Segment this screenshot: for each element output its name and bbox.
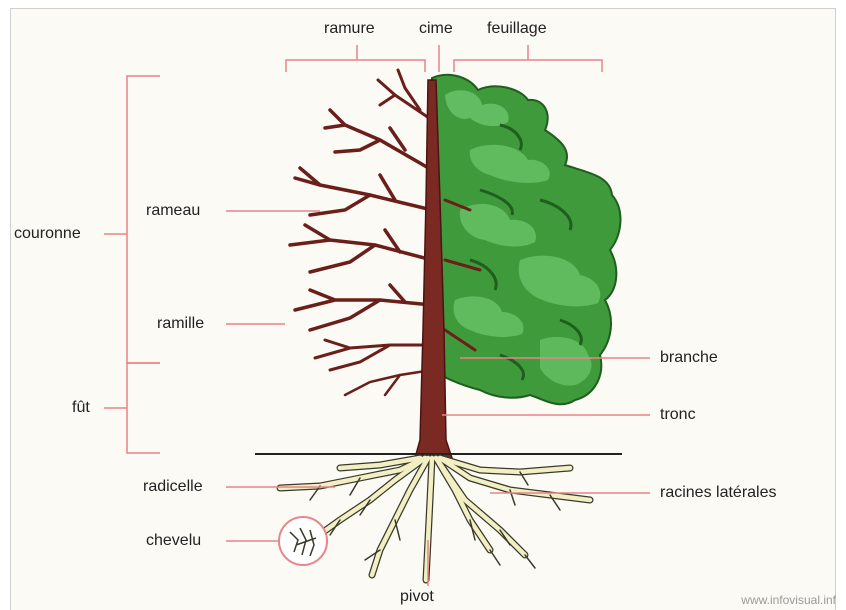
label-rameau: rameau [146,202,200,220]
foliage-shape [432,75,620,404]
label-fut: fût [72,399,90,417]
chevelu-magnifier [279,517,327,565]
label-radicelle: radicelle [143,478,203,496]
label-tronc: tronc [660,406,696,424]
label-racines-laterales: racines latérales [660,484,777,502]
label-ramure: ramure [324,20,375,38]
label-pivot: pivot [400,588,434,606]
credit-watermark: www.infovisual.inf [741,593,836,607]
label-cime: cime [419,20,453,38]
roots [280,458,590,580]
label-branche: branche [660,349,718,367]
label-couronne: couronne [14,225,81,243]
label-feuillage: feuillage [487,20,547,38]
label-chevelu: chevelu [146,532,201,550]
label-ramille: ramille [157,315,204,333]
